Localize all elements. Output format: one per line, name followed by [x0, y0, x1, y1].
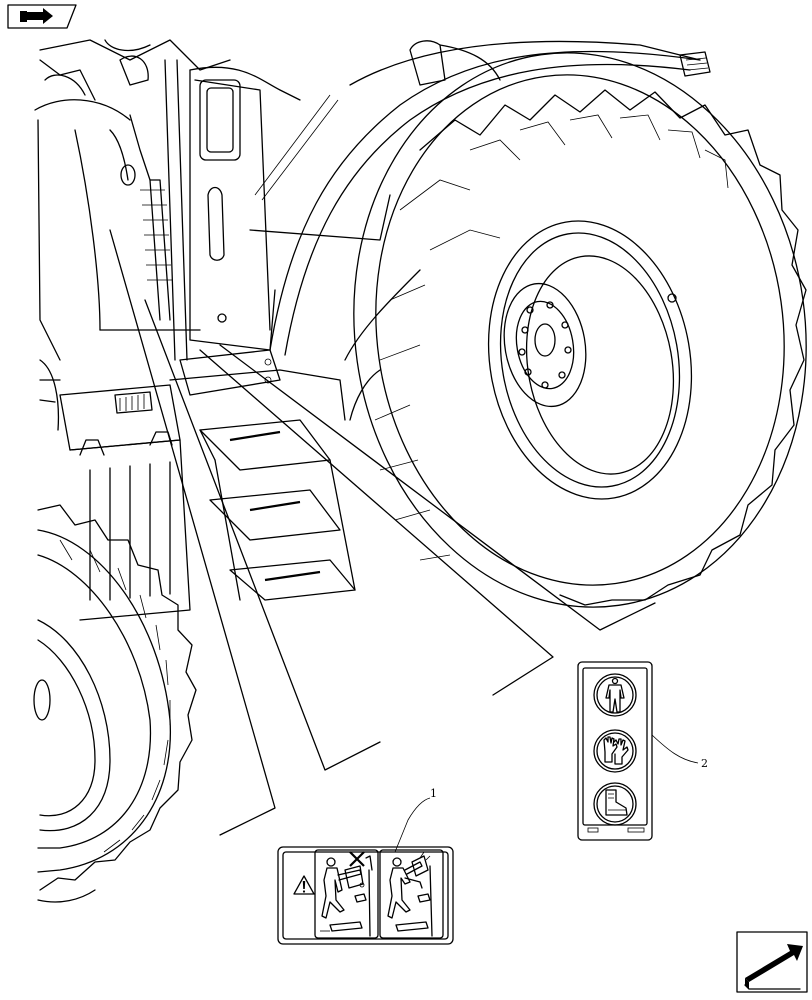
book-arrow-icon[interactable]: [7, 4, 77, 29]
navigate-arrow-icon[interactable]: [736, 931, 808, 993]
callout-item-2: 2: [701, 757, 708, 770]
rear-wheel-rim: [487, 220, 693, 500]
correct-dismount-icon: [379, 849, 444, 939]
leader-lines-item-2: [199, 344, 656, 696]
leader-item-2: [651, 734, 699, 764]
rear-fender: [249, 40, 711, 356]
incorrect-dismount-icon: [314, 849, 379, 939]
steps-and-toolbox: [39, 359, 356, 621]
callout-item-1: 1: [430, 787, 437, 800]
leader-item-1: [394, 797, 431, 853]
coverall-icon: [593, 673, 637, 717]
rear-tire: [344, 52, 807, 608]
decal-ppe-sticker[interactable]: [577, 661, 653, 841]
leader-lines-item-1: [109, 229, 381, 836]
warning-triangle-icon: [293, 875, 315, 895]
gloves-icon: [593, 729, 637, 773]
cab-structure: [34, 39, 346, 421]
front-tire: [33, 504, 197, 903]
decal-step-warning-sticker[interactable]: [277, 846, 454, 945]
safety-boot-icon: [593, 782, 637, 826]
